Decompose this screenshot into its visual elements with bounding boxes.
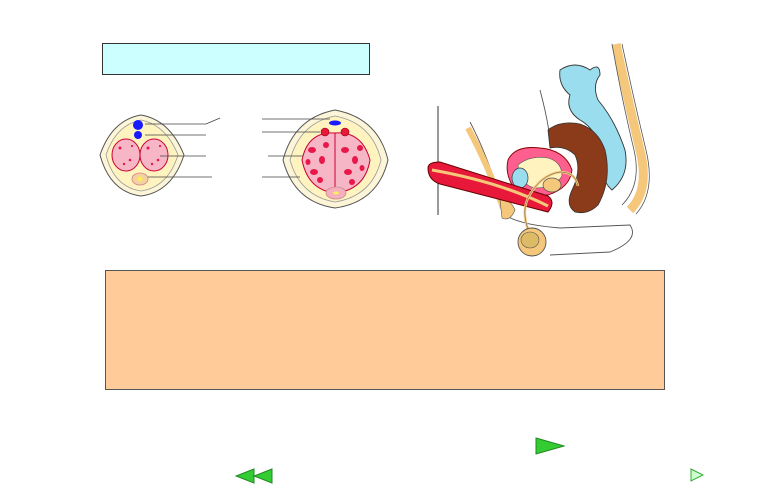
rectum (547, 122, 608, 214)
dorsal-vein-large (329, 120, 341, 126)
cross-section-small (99, 114, 221, 197)
slide-title-box (102, 43, 370, 75)
peritoneal-cavity (559, 64, 627, 191)
double-triangle-left-icon[interactable] (235, 468, 273, 484)
cross-section-large (262, 109, 389, 209)
triangle-right-icon[interactable] (535, 437, 565, 455)
small-triangle-right-icon[interactable] (690, 468, 704, 482)
dorsal-vein-small (133, 120, 143, 130)
description-text-box (105, 270, 665, 390)
sagittal-section (427, 43, 650, 257)
